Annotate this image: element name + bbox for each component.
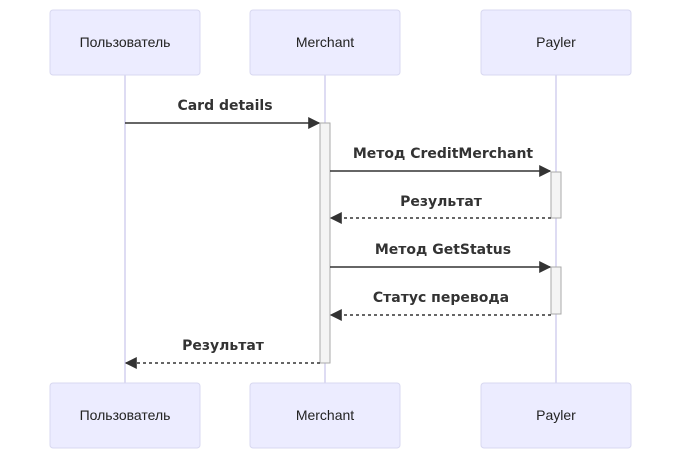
message-label: Метод GetStatus (375, 242, 511, 258)
actor-top-user: Пользователь (49, 9, 201, 76)
actor-bottom-merchant: Merchant (249, 382, 401, 449)
message-label: Card details (177, 98, 272, 114)
actor-label: Payler (536, 407, 576, 423)
message-get-status: Метод GetStatus (330, 242, 552, 273)
actor-label: Пользователь (80, 34, 171, 50)
actor-label: Merchant (296, 34, 354, 50)
actor-label: Пользователь (80, 407, 171, 423)
message-label: Результат (400, 194, 483, 210)
actor-bottom-user: Пользователь (49, 382, 201, 449)
message-label: Результат (182, 338, 265, 354)
actor-top-payler: Payler (480, 9, 632, 76)
message-result-2: Результат (124, 338, 320, 369)
message-result-1: Результат (329, 194, 551, 224)
activation-payler-2 (550, 266, 562, 315)
actor-label: Payler (536, 34, 576, 50)
message-label: Метод CreditMerchant (353, 146, 534, 162)
message-transfer-status: Статус перевода (329, 290, 551, 321)
activation-payler-1 (550, 171, 562, 219)
message-card-details: Card details (125, 98, 321, 129)
message-label: Статус перевода (373, 290, 509, 306)
actor-label: Merchant (296, 407, 354, 423)
actor-bottom-payler: Payler (480, 382, 632, 449)
actor-top-merchant: Merchant (249, 9, 401, 76)
activation-merchant (319, 122, 331, 364)
message-credit-merchant: Метод CreditMerchant (330, 146, 552, 177)
